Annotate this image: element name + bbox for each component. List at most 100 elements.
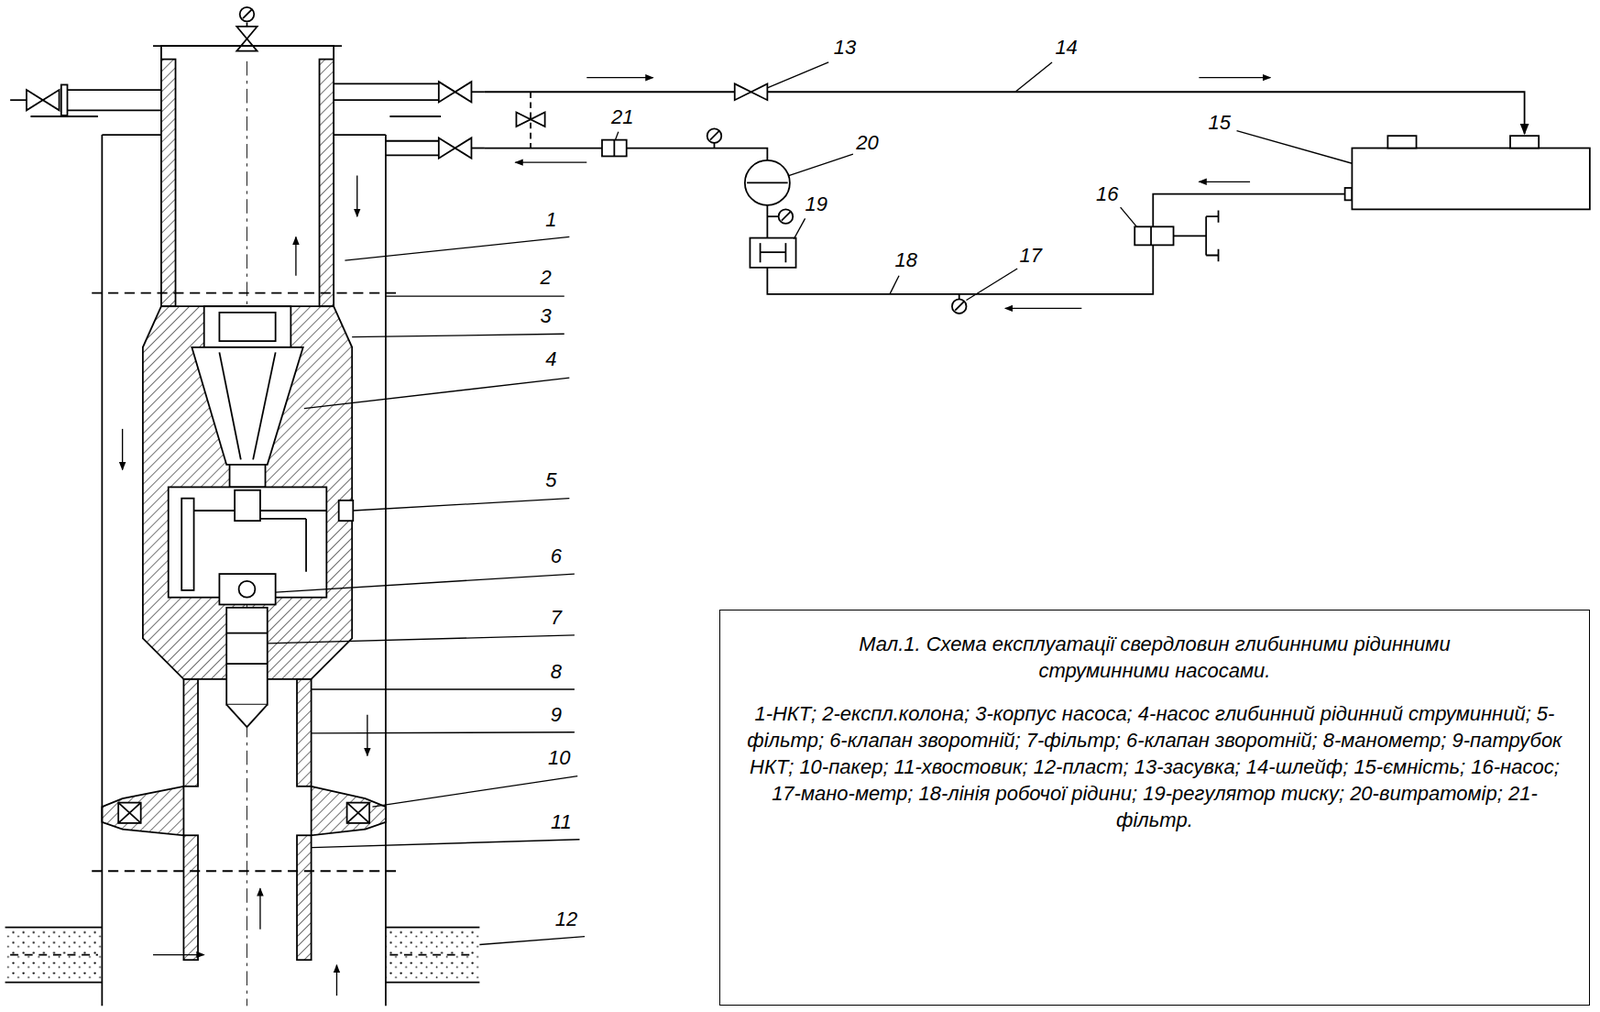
working-fluid-line (746, 182, 789, 185)
leader-line (889, 275, 899, 295)
callout-anchor: 19 (805, 193, 828, 216)
packer (101, 786, 386, 835)
callout-anchor: 14 (1054, 36, 1077, 59)
pump-housing (194, 509, 236, 512)
leader-line (275, 573, 575, 592)
surface-pump (1134, 226, 1173, 245)
pipe-nipple (183, 679, 311, 787)
leader-line (789, 153, 854, 176)
callout-number: 2 (540, 265, 552, 289)
casing-wall (101, 133, 162, 136)
callout-number: 16 (1095, 182, 1118, 206)
leader-line (344, 236, 570, 261)
working-fluid-line (626, 148, 768, 161)
callout-number: 12 (555, 907, 578, 931)
flow-arrow (366, 714, 368, 757)
surface-pump (1205, 209, 1218, 262)
tubing-wall (161, 59, 176, 307)
callout-anchor: 11 (550, 810, 572, 833)
pump-housing (219, 351, 241, 460)
callout-anchor: 16 (1095, 183, 1118, 206)
break-line (91, 293, 398, 872)
working-fluid-line (954, 301, 965, 311)
tank (1387, 135, 1416, 148)
working-fluid-line (781, 211, 791, 221)
pipe-nipple (296, 679, 312, 787)
lower-right-outlet (438, 137, 472, 158)
casing-wall (100, 134, 103, 1006)
pump-housing (234, 490, 261, 521)
flow-arrow (295, 236, 296, 275)
callout-anchor: 21 (611, 106, 634, 129)
leader-line (1015, 62, 1053, 92)
casing-wall (333, 133, 386, 136)
wellhead-cap (153, 45, 342, 59)
left-outlet (26, 89, 60, 110)
callout-anchor: 7 (550, 606, 562, 629)
packer (311, 786, 386, 835)
callout-anchor: 12 (555, 908, 578, 931)
left-outlet (66, 109, 161, 111)
top-valve (240, 7, 255, 22)
callout-anchor: 6 (550, 545, 562, 568)
left-outlet (10, 98, 27, 101)
callout-number: 14 (1054, 35, 1077, 59)
leader-line (267, 635, 575, 644)
caption-title: Мал.1. Схема експлуатації свердловин гли… (806, 630, 1503, 684)
working-fluid-line (484, 128, 1153, 314)
return-line (734, 83, 768, 100)
pump-housing (219, 573, 275, 604)
upper-right-outlet (471, 90, 484, 93)
ground-line (30, 115, 441, 118)
pump-housing (230, 464, 266, 488)
formation (5, 927, 103, 983)
formation (5, 927, 481, 983)
top-valve (242, 9, 253, 19)
pump-housing (239, 580, 256, 598)
leader-line (966, 268, 1019, 301)
left-outlet (10, 84, 162, 115)
upper-right-outlet (333, 98, 439, 101)
pump-housing (204, 306, 292, 348)
leader-line (614, 131, 618, 141)
tank (1345, 187, 1353, 200)
pump-housing (339, 500, 354, 521)
caption-body: 1-НКТ; 2-експл.колона; 3-корпус насоса; … (746, 700, 1563, 833)
callout-number: 7 (550, 605, 562, 629)
packer (101, 786, 184, 835)
caption-box: Мал.1. Схема експлуатації свердловин гли… (719, 609, 1590, 1006)
flow-arrow (121, 428, 123, 471)
tubing-wall (319, 59, 335, 307)
tail-pipe (183, 834, 198, 960)
leader-line (372, 776, 578, 807)
callout-number: 20 (855, 131, 878, 154)
leader-line (311, 732, 575, 734)
working-fluid-line (749, 238, 796, 268)
tail-pipe (296, 834, 312, 960)
callout-anchor: 9 (550, 703, 562, 726)
working-fluid-line (767, 244, 1153, 294)
callout-number: 17 (1019, 242, 1042, 266)
packer (118, 802, 141, 823)
packer (118, 802, 141, 823)
wellhead-cap (161, 45, 334, 59)
bypass-valve (515, 112, 545, 128)
leader-line (1237, 131, 1353, 165)
callout-anchor: 13 (833, 36, 856, 59)
formation (389, 953, 474, 956)
flow-arrow (586, 76, 653, 78)
callout-number: 9 (550, 702, 562, 726)
tank (1510, 135, 1539, 148)
callout-number: 13 (833, 35, 856, 59)
callout-anchor: 2 (540, 266, 552, 289)
flow-arrow (153, 953, 205, 955)
top-valve (236, 26, 257, 52)
callout-anchor: 10 (547, 746, 570, 769)
leader-line (793, 218, 805, 239)
tail-pipe (183, 834, 311, 960)
surface-pump (1152, 194, 1345, 228)
flow-arrow (1005, 307, 1083, 309)
wellhead-cap (153, 44, 342, 47)
callout-number: 1 (545, 207, 557, 231)
